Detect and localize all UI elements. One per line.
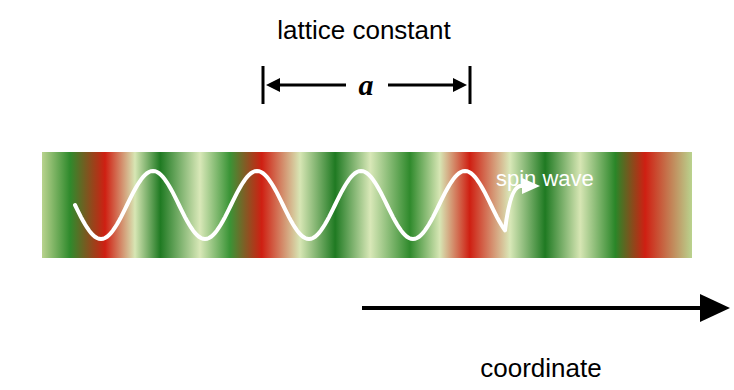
spin-band: spin wave xyxy=(42,152,692,258)
axis-label: coordinate xyxy=(480,354,601,383)
dimension-title: lattice constant xyxy=(277,16,450,45)
lattice-marker xyxy=(263,66,470,104)
dimension-symbol: a xyxy=(359,68,374,101)
wave-label: spin wave xyxy=(496,166,594,192)
coordinate-arrow xyxy=(362,294,730,322)
spin-wave-curve xyxy=(42,152,692,258)
